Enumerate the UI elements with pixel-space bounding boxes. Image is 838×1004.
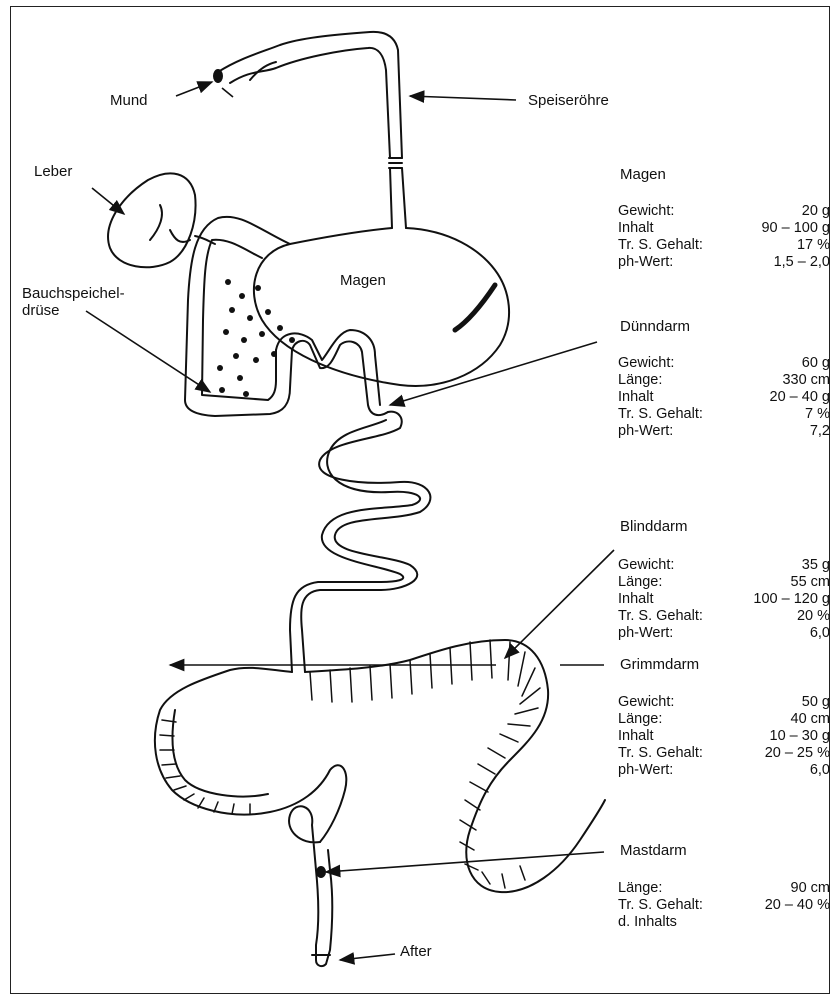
stat-row: Tr. S. Gehalt: 7 % [618,406,830,423]
stat-value: 7,2 [810,423,830,440]
stat-key: Länge: [618,880,662,897]
stat-row: Inhalt 10 – 30 g [618,728,830,745]
stat-row: Länge: 55 cm [618,574,830,591]
stats-magen: Gewicht: 20 g Inhalt 90 – 100 g Tr. S. Geh… [618,203,830,271]
liver-shape [108,173,195,267]
stat-key: Gewicht: [618,694,674,711]
rectum [289,806,332,966]
stat-value: 330 cm [782,372,830,389]
label-after: After [400,943,432,960]
stat-key: Tr. S. Gehalt: [618,608,703,625]
stats-duenndarm: Gewicht: 60 g Länge: 330 cm Inhalt 20 – 40 … [618,355,830,440]
section-title-blinddarm: Blinddarm [620,518,688,535]
stat-key: Gewicht: [618,355,674,372]
stat-row: Tr. S. Gehalt: 20 % [618,608,830,625]
stat-key: Länge: [618,574,662,591]
stat-row: d. Inhalts [618,914,830,931]
stat-value: 1,5 – 2,0 [774,254,830,271]
label-speiseroehre: Speiseröhre [528,92,609,109]
esophagus [390,168,406,228]
stat-row: ph-Wert: 1,5 – 2,0 [618,254,830,271]
stat-value: 17 % [797,237,830,254]
stat-row: Länge: 90 cm [618,880,830,897]
stat-value: 100 – 120 g [753,591,830,608]
stat-key: Tr. S. Gehalt: [618,406,703,423]
stat-row: Länge: 40 cm [618,711,830,728]
stat-value: 20 – 40 % [765,897,830,914]
stat-value: 20 g [802,203,830,220]
stat-value: 35 g [802,557,830,574]
stat-value: 6,0 [810,625,830,642]
stat-key: Inhalt [618,220,653,237]
stat-row: Gewicht: 50 g [618,694,830,711]
stat-value: 60 g [802,355,830,372]
stat-key: d. Inhalts [618,914,677,931]
section-title-magen: Magen [620,166,666,183]
stat-row: Inhalt 90 – 100 g [618,220,830,237]
mouth-shape [218,32,402,158]
stat-key: Länge: [618,711,662,728]
stat-row: ph-Wert: 6,0 [618,625,830,642]
label-bauchspeicheldruese-2: drüse [22,302,60,319]
stat-row: ph-Wert: 6,0 [618,762,830,779]
stat-value: 50 g [802,694,830,711]
stat-value: 90 cm [791,880,831,897]
stat-row: Inhalt 100 – 120 g [618,591,830,608]
stat-key: Inhalt [618,389,653,406]
stat-row: Gewicht: 60 g [618,355,830,372]
stat-value: 40 cm [791,711,831,728]
section-title-duenndarm: Dünndarm [620,318,690,335]
stat-row: Inhalt 20 – 40 g [618,389,830,406]
stat-value: 7 % [805,406,830,423]
stat-key: Inhalt [618,591,653,608]
stat-key: ph-Wert: [618,625,673,642]
small-intestine [301,412,430,672]
stat-row: Tr. S. Gehalt: 20 – 40 % [618,897,830,914]
section-title-mastdarm: Mastdarm [620,842,687,859]
stat-value: 90 – 100 g [761,220,830,237]
stat-key: Tr. S. Gehalt: [618,237,703,254]
label-magen-inner: Magen [340,272,386,289]
stats-grimmdarm: Gewicht: 50 g Länge: 40 cm Inhalt 10 – 30 g… [618,694,830,779]
stat-value: 20 – 25 % [765,745,830,762]
stat-row: Tr. S. Gehalt: 17 % [618,237,830,254]
stat-key: Gewicht: [618,203,674,220]
stat-key: Tr. S. Gehalt: [618,745,703,762]
stat-row: Länge: 330 cm [618,372,830,389]
label-leber: Leber [34,163,72,180]
section-title-grimmdarm: Grimmdarm [620,656,699,673]
stat-key: Tr. S. Gehalt: [618,897,703,914]
label-mund: Mund [110,92,148,109]
stat-value: 20 % [797,608,830,625]
stat-key: Gewicht: [618,557,674,574]
stat-value: 20 – 40 g [770,389,830,406]
cecum [155,668,346,842]
stat-row: Gewicht: 20 g [618,203,830,220]
stat-key: ph-Wert: [618,762,673,779]
stat-row: Gewicht: 35 g [618,557,830,574]
stat-row: ph-Wert: 7,2 [618,423,830,440]
stat-value: 55 cm [791,574,831,591]
stats-mastdarm: Länge: 90 cm Tr. S. Gehalt: 20 – 40 % d. I… [618,880,830,931]
stat-key: ph-Wert: [618,423,673,440]
stat-key: ph-Wert: [618,254,673,271]
stat-key: Länge: [618,372,662,389]
stat-row: Tr. S. Gehalt: 20 – 25 % [618,745,830,762]
stats-blinddarm: Gewicht: 35 g Länge: 55 cm Inhalt 100 – 120… [618,557,830,642]
stat-key: Inhalt [618,728,653,745]
label-bauchspeicheldruese-1: Bauchspeichel- [22,285,125,302]
stat-value: 10 – 30 g [770,728,830,745]
stat-value: 6,0 [810,762,830,779]
